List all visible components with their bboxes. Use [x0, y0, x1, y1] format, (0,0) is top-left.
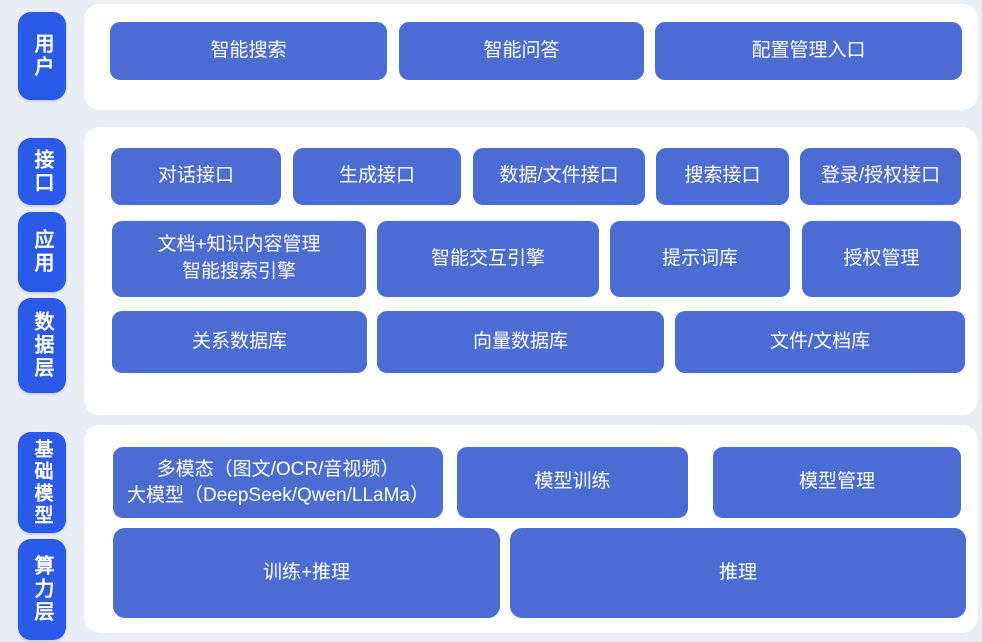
- layer-label-data-text: 数据层: [31, 311, 53, 380]
- panel-user-layer: 智能搜索 智能问答 配置管理入口: [84, 4, 978, 110]
- block-model-training-text: 模型训练: [534, 471, 611, 493]
- block-smart-search: 智能搜索: [110, 22, 387, 80]
- block-vector-db-text: 向量数据库: [472, 330, 568, 352]
- block-inference-text: 推理: [718, 561, 757, 583]
- block-data-file-api: 数据/文件接口: [473, 148, 645, 205]
- block-model-training: 模型训练: [457, 447, 688, 518]
- block-generation-api-text: 生成接口: [338, 165, 415, 187]
- block-data-file-api-text: 数据/文件接口: [499, 165, 619, 187]
- block-model-management: 模型管理: [713, 447, 961, 518]
- block-interactive-engine: 智能交互引擎: [377, 221, 599, 297]
- block-relational-db: 关系数据库: [112, 311, 367, 373]
- block-config-entry-text: 配置管理入口: [751, 39, 866, 61]
- layer-label-compute: 算力层: [18, 539, 66, 640]
- block-model-management-text: 模型管理: [798, 471, 875, 493]
- block-vector-db: 向量数据库: [377, 311, 664, 373]
- block-file-doc-library-text: 文件/文档库: [769, 330, 871, 352]
- block-generation-api: 生成接口: [293, 148, 461, 205]
- block-auth-management-text: 授权管理: [843, 247, 920, 269]
- block-train-inference-text: 训练+推理: [262, 561, 351, 583]
- block-dialog-api: 对话接口: [111, 148, 281, 205]
- block-doc-knowledge-line2: 智能搜索引擎: [181, 261, 296, 282]
- block-smart-search-text: 智能搜索: [210, 39, 287, 61]
- block-inference: 推理: [510, 528, 966, 618]
- layer-label-compute-text: 算力层: [31, 555, 53, 624]
- panel-bottom-layers: 多模态（图文/OCR/音视频） 大模型（DeepSeek/Qwen/LLaMa）…: [84, 425, 978, 633]
- block-smart-qa: 智能问答: [399, 22, 644, 80]
- block-doc-knowledge-engine: 文档+知识内容管理 智能搜索引擎: [112, 221, 366, 297]
- block-search-api-text: 搜索接口: [684, 165, 761, 187]
- layer-label-base-model-text: 基础模型: [31, 438, 53, 527]
- block-interactive-engine-text: 智能交互引擎: [430, 247, 545, 269]
- block-search-api: 搜索接口: [656, 148, 789, 205]
- block-login-auth-api-text: 登录/授权接口: [820, 165, 941, 187]
- block-dialog-api-text: 对话接口: [157, 165, 234, 187]
- block-smart-qa-text: 智能问答: [483, 39, 560, 61]
- layer-label-application: 应用: [18, 212, 66, 292]
- block-multimodal-line1: 多模态（图文/OCR/音视频）: [156, 458, 400, 480]
- panel-middle-layers: 对话接口 生成接口 数据/文件接口 搜索接口 登录/授权接口 文档+知识内容管理…: [84, 127, 978, 415]
- block-train-inference: 训练+推理: [113, 528, 500, 618]
- block-relational-db-text: 关系数据库: [191, 330, 287, 352]
- layer-label-application-text: 应用: [31, 229, 53, 275]
- block-login-auth-api: 登录/授权接口: [800, 148, 961, 205]
- block-config-entry: 配置管理入口: [655, 22, 962, 80]
- layer-label-user-text: 用户: [31, 33, 53, 79]
- block-multimodal-line2: 大模型（DeepSeek/Qwen/LLaMa）: [126, 484, 429, 506]
- block-prompt-library-text: 提示词库: [661, 247, 738, 269]
- layer-label-interface-text: 接口: [31, 148, 53, 195]
- layer-label-base-model: 基础模型: [18, 432, 66, 533]
- block-multimodal-llm: 多模态（图文/OCR/音视频） 大模型（DeepSeek/Qwen/LLaMa）: [113, 447, 443, 518]
- block-auth-management: 授权管理: [802, 221, 961, 297]
- block-file-doc-library: 文件/文档库: [675, 311, 965, 373]
- layer-label-user: 用户: [18, 12, 66, 100]
- layer-label-data: 数据层: [18, 298, 66, 393]
- layer-label-interface: 接口: [18, 138, 66, 205]
- block-doc-knowledge-line1: 文档+知识内容管理: [157, 234, 321, 256]
- block-prompt-library: 提示词库: [610, 221, 790, 297]
